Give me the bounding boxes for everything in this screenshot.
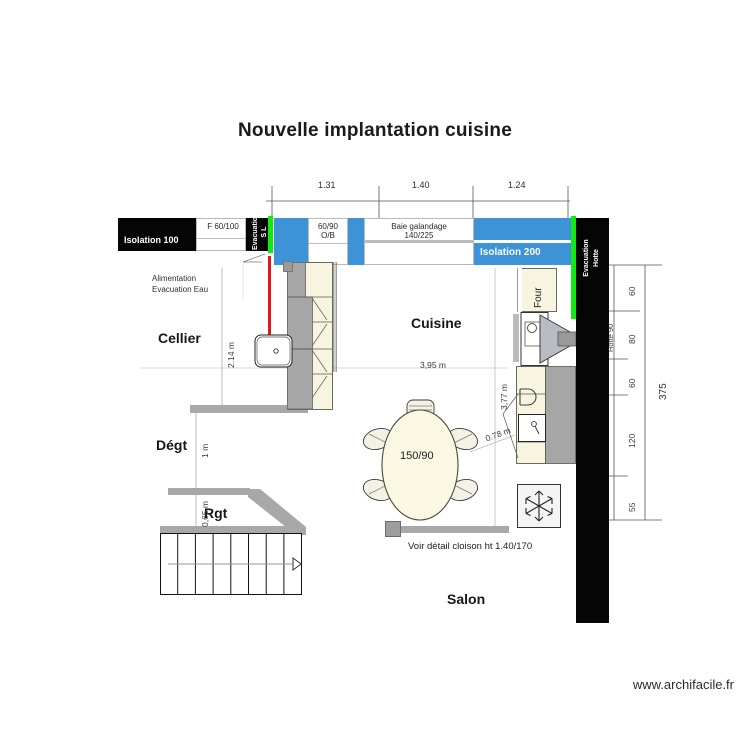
counter-right-run xyxy=(545,366,576,464)
red-pipe-vertical xyxy=(268,256,271,350)
baie-galandage-track xyxy=(364,240,474,243)
site-watermark: www.archifacile.fr xyxy=(632,677,734,692)
green-duct-sl-icon xyxy=(268,216,273,253)
door-60-90-label-2: O/B xyxy=(321,231,335,240)
room-label-salon: Salon xyxy=(447,591,486,607)
wall-blue-segment-2 xyxy=(348,218,364,265)
window-f-60-100-label: F 60/100 xyxy=(207,222,239,231)
room-label-cellier: Cellier xyxy=(158,330,201,346)
right-dimension-2: 80 xyxy=(627,334,637,344)
cooktop-and-hood xyxy=(513,312,577,366)
right-dimension-4: 120 xyxy=(627,433,637,448)
annotation-alimentation-line-2: Evacuation Eau xyxy=(152,285,209,294)
oven-four-label: Four xyxy=(533,287,544,308)
right-dimension-5: 55 xyxy=(627,502,637,512)
wall-evacuation-hotte-label-2: Hotte xyxy=(593,249,600,267)
baie-galandage-label-2: 140/225 xyxy=(404,231,434,240)
wall-cellier-bottom xyxy=(190,405,308,413)
wall-rgt-diagonal xyxy=(240,487,312,535)
cloison-note: Voir détail cloison ht 1.40/170 xyxy=(408,541,533,552)
oven-side-gap xyxy=(517,268,522,312)
room-label-degt: Dégt xyxy=(156,437,188,453)
wall-isolation-100 xyxy=(118,218,196,251)
wall-isolation-200-label: Isolation 200 xyxy=(480,247,541,258)
table-size-label: 150/90 xyxy=(400,450,434,462)
window-f-60-100 xyxy=(196,218,246,251)
faucet-icon xyxy=(516,386,542,408)
annotation-alimentation-line-1: Alimentation xyxy=(152,274,197,283)
cloison-end-post xyxy=(385,521,401,537)
wall-blue-segment-1 xyxy=(274,218,308,265)
right-total-dimension: 375 xyxy=(658,383,669,400)
dimension-degt-vertical: 1 m xyxy=(200,443,210,458)
refrigerator[interactable] xyxy=(517,484,561,528)
right-dimension-1: 60 xyxy=(627,286,637,296)
green-duct-hotte-icon xyxy=(571,216,576,319)
door-60-90-label-1: 60/90 xyxy=(317,222,339,231)
wall-rgt-bottom xyxy=(160,526,300,533)
dimension-cuisine-vertical: 3,77 m xyxy=(499,384,509,410)
page-title: Nouvelle implantation cuisine xyxy=(238,120,512,141)
wall-rgt-top xyxy=(168,488,250,495)
dining-set xyxy=(355,398,485,528)
door-60-90-ob xyxy=(308,218,348,265)
door-60-90-mullion xyxy=(308,243,348,244)
cellier-appliance[interactable] xyxy=(254,334,293,368)
kitchen-run-left xyxy=(287,262,337,410)
wall-return-stub xyxy=(283,261,293,272)
window-mullion xyxy=(196,238,246,239)
wall-blue-segment-3 xyxy=(474,218,571,240)
wall-right-black xyxy=(576,218,609,623)
oven-four[interactable] xyxy=(521,268,557,312)
wall-isolation-100-label: Isolation 100 xyxy=(124,235,179,245)
room-label-rgt: Rgt xyxy=(204,505,228,521)
wall-isolation-200 xyxy=(474,243,571,265)
wall-evacuation-hotte-label-1: Evacuation xyxy=(583,239,590,277)
baie-galandage-label-1: Baie galandage xyxy=(391,222,447,231)
sink-drain-icon xyxy=(530,420,542,441)
room-label-cuisine: Cuisine xyxy=(411,315,462,331)
staircase xyxy=(160,533,302,595)
cabinet-swing-lines xyxy=(500,392,520,462)
dimension-cellier-vertical: 2.14 m xyxy=(226,342,236,368)
cloison-partition xyxy=(387,526,509,533)
wall-evacuation-sl xyxy=(246,218,270,251)
right-dimension-3: 60 xyxy=(627,378,637,388)
dimension-cuisine-horizontal: 3,95 m xyxy=(420,360,446,370)
dimension-rgt-vertical: 0,65 m xyxy=(200,501,210,527)
sink-basin xyxy=(518,414,546,442)
top-dimension-2: 1.40 xyxy=(412,180,430,190)
top-dimension-1: 1.31 xyxy=(318,180,336,190)
top-dimension-3: 1.24 xyxy=(508,180,526,190)
wall-evacuation-sl-label-1: Evacuation xyxy=(252,212,259,250)
